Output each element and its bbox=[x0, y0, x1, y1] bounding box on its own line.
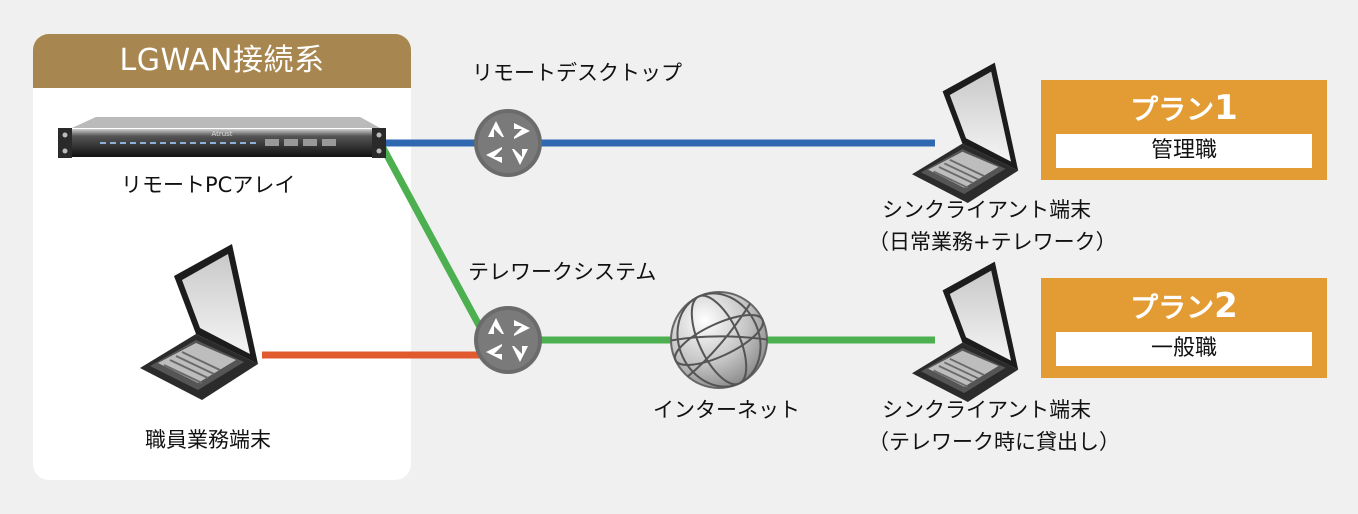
plan-2-number: 2 bbox=[1214, 286, 1238, 326]
lgwan-panel-title: LGWAN接続系 bbox=[33, 34, 411, 88]
staff-terminal-label: 職員業務端末 bbox=[145, 428, 271, 452]
telework-system-label: テレワークシステム bbox=[468, 260, 657, 284]
router-icon bbox=[474, 109, 542, 177]
plan-1-prefix: プラン bbox=[1130, 93, 1215, 126]
plan-2-prefix: プラン bbox=[1130, 291, 1215, 324]
globe-icon bbox=[670, 291, 768, 389]
remote-desktop-label: リモートデスクトップ bbox=[472, 61, 682, 85]
server-brand-mark: Atrust bbox=[211, 130, 232, 138]
plan-2-box: プラン2 一般職 bbox=[1041, 278, 1327, 378]
plan-2-title: プラン2 bbox=[1041, 288, 1327, 326]
plan-1-role: 管理職 bbox=[1056, 134, 1312, 168]
router-icon bbox=[474, 306, 542, 374]
server-rack-icon: Atrust bbox=[58, 117, 386, 158]
laptop-icon bbox=[911, 260, 1020, 403]
link-telework-system bbox=[378, 144, 935, 344]
internet-label: インターネット bbox=[653, 398, 800, 422]
thin-client-1-label-line2: （日常業務+テレワーク） bbox=[868, 230, 1117, 254]
thin-client-1-label-line1: シンクライアント端末 bbox=[882, 198, 1092, 222]
plan-1-title: プラン1 bbox=[1041, 90, 1327, 128]
laptop-icon bbox=[139, 243, 259, 401]
plan-1-number: 1 bbox=[1214, 88, 1238, 128]
thin-client-2-label-line1: シンクライアント端末 bbox=[882, 398, 1092, 422]
plan-2-role: 一般職 bbox=[1056, 332, 1312, 366]
plan-1-box: プラン1 管理職 bbox=[1041, 80, 1327, 180]
laptop-icon bbox=[911, 61, 1020, 204]
thin-client-2-label-line2: （テレワーク時に貸出し） bbox=[868, 430, 1120, 454]
lgwan-panel: LGWAN接続系 bbox=[33, 34, 411, 480]
remote-pc-array-label: リモートPCアレイ bbox=[121, 173, 296, 197]
